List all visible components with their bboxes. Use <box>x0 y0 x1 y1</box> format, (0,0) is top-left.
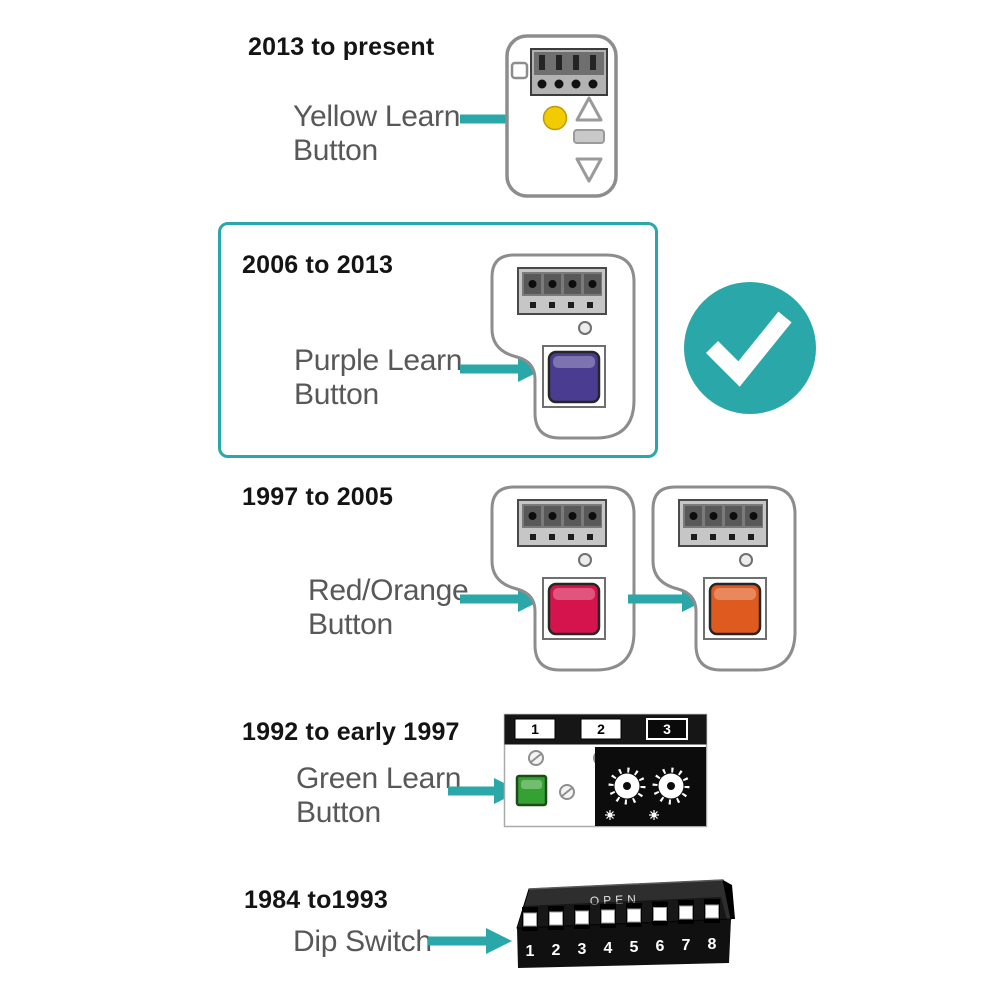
terminal-number: 1 <box>531 721 539 737</box>
svg-text:2: 2 <box>552 942 561 959</box>
arrow-head <box>486 928 512 954</box>
button-highlight <box>714 588 756 600</box>
label-dip-switch: Dip Switch <box>293 925 432 958</box>
orange-learn-button <box>708 582 762 636</box>
down-arrow-button <box>575 157 603 183</box>
terminal-block <box>678 499 768 547</box>
green-learn-button <box>515 774 548 807</box>
code-dial <box>608 767 646 805</box>
terminal-block <box>517 499 607 547</box>
era-title-2006: 2006 to 2013 <box>242 251 394 279</box>
era-title-1984: 1984 to1993 <box>244 886 388 914</box>
terminal-box-3 <box>646 718 688 740</box>
svg-text:7: 7 <box>682 937 691 954</box>
up-arrow-button <box>575 96 603 122</box>
dip-front-face <box>517 919 731 968</box>
label-red-orange-button: Red/Orange Button <box>308 574 469 641</box>
dial-setting-icon <box>649 810 659 820</box>
dip-switch-6: 6 <box>652 901 668 955</box>
checkmark-tick <box>705 311 792 387</box>
screw <box>578 321 592 335</box>
purple-learn-button <box>547 350 601 404</box>
highlight-box <box>218 222 658 458</box>
terminal-box-1 <box>514 718 556 740</box>
screw <box>578 553 592 567</box>
opener-1997-orange-illustration <box>651 485 797 672</box>
opener-2013-illustration <box>505 34 618 198</box>
svg-text:4: 4 <box>604 940 613 957</box>
screw <box>528 750 544 766</box>
dip-switch-5: 5 <box>626 903 642 956</box>
arrow-head <box>518 356 544 382</box>
button-highlight <box>553 356 595 368</box>
terminal-number: 3 <box>663 721 671 737</box>
dial-setting-icon <box>605 810 615 820</box>
dip-switch-2: 2 <box>548 906 564 959</box>
era-title-2013: 2013 to present <box>248 33 435 61</box>
screw <box>559 784 575 800</box>
era-title-1997: 1997 to 2005 <box>242 483 394 511</box>
button-highlight <box>553 588 595 600</box>
dip-switch-illustration: OPEN 1 2 3 4 5 6 <box>516 879 735 968</box>
opener-1997-red-illustration <box>490 485 636 672</box>
opener-2006-illustration <box>490 253 636 440</box>
svg-text:5: 5 <box>630 939 639 956</box>
red-learn-button <box>547 582 601 636</box>
yellow-learn-button <box>542 105 568 131</box>
svg-text:3: 3 <box>578 941 587 958</box>
terminal-block <box>530 48 608 96</box>
dip-switch-7: 7 <box>678 900 694 954</box>
terminal-number: 2 <box>597 721 605 737</box>
screw <box>739 553 753 567</box>
label-green-learn-button: Green Learn Button <box>296 762 462 829</box>
dip-switch-1: 1 <box>522 907 538 960</box>
receiver-1992-illustration: 1 2 3 <box>503 713 708 828</box>
label-purple-learn-button: Purple Learn Button <box>294 344 463 411</box>
button-highlight <box>521 780 542 789</box>
terminal-box-2 <box>580 718 622 740</box>
checkmark-icon <box>684 282 816 414</box>
dip-switch-4: 4 <box>600 904 616 957</box>
svg-text:6: 6 <box>656 938 665 955</box>
arrow-icon <box>460 356 544 382</box>
dip-side-face <box>723 880 735 919</box>
dip-slot-band <box>518 897 727 929</box>
aux-port <box>510 61 529 80</box>
arrow-icon <box>428 928 512 954</box>
dip-top-edge <box>528 879 724 890</box>
dip-switch-3: 3 <box>574 905 590 958</box>
svg-text:1: 1 <box>526 943 535 960</box>
era-title-1992: 1992 to early 1997 <box>242 718 460 746</box>
label-yellow-learn-button: Yellow Learn Button <box>293 100 461 167</box>
terminal-block <box>517 267 607 315</box>
svg-text:8: 8 <box>708 936 717 953</box>
dip-switch-8: 8 <box>704 899 720 953</box>
code-dial <box>652 767 690 805</box>
stop-button <box>573 129 605 144</box>
